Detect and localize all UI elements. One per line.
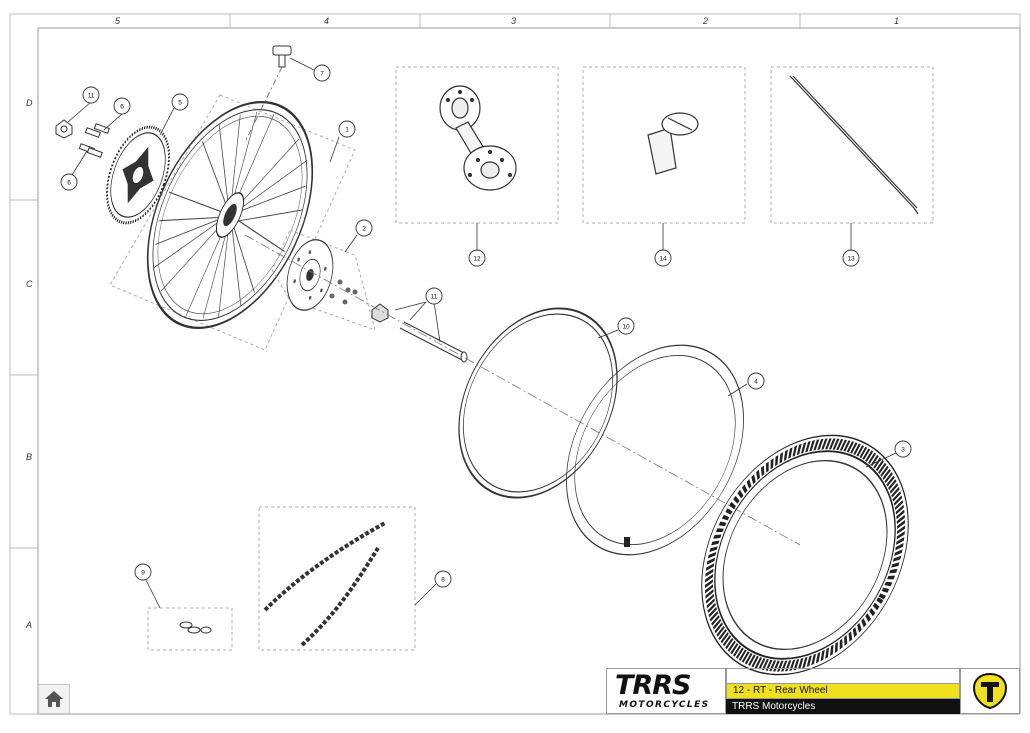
callout-4: 4 bbox=[754, 379, 758, 386]
callout-10: 10 bbox=[622, 324, 630, 331]
callout-bubble-8 bbox=[434, 570, 452, 588]
sprocket-bolts bbox=[55, 119, 110, 158]
wheel-group-box bbox=[109, 94, 356, 351]
grid-col-5: 5 bbox=[115, 16, 121, 26]
grid-col-1: 1 bbox=[894, 16, 900, 26]
callout-1: 1 bbox=[345, 127, 349, 134]
spoke-drawing bbox=[789, 75, 919, 215]
callout-bubble-13 bbox=[842, 249, 860, 267]
callout-2: 2 bbox=[362, 226, 366, 233]
axle-drawing bbox=[371, 303, 468, 363]
spoke-nipple-drawing bbox=[647, 112, 699, 175]
trrs-logo: TRRS MOTORCYCLES bbox=[606, 668, 726, 714]
callout-3: 3 bbox=[901, 447, 905, 454]
callout-5: 5 bbox=[178, 100, 182, 107]
logo-text: TRRS bbox=[615, 670, 691, 701]
chain-detail-box bbox=[258, 506, 416, 651]
valve-part bbox=[245, 45, 292, 141]
tyre-drawing bbox=[701, 434, 909, 676]
callout-9: 9 bbox=[141, 570, 145, 577]
brake-disc-drawing bbox=[286, 239, 334, 311]
disc-bolts bbox=[329, 279, 358, 305]
grid-row-C: C bbox=[26, 279, 33, 289]
tube-valve bbox=[624, 537, 630, 547]
trrs-emblem-icon bbox=[972, 672, 1008, 710]
brake-disc-group-box bbox=[271, 229, 376, 331]
callout-bubble-1 bbox=[338, 120, 356, 138]
callout-bubble-11a bbox=[82, 86, 100, 104]
callout-bubble-6a bbox=[113, 97, 131, 115]
callout-12: 12 bbox=[473, 256, 481, 263]
grid-col-2: 2 bbox=[703, 16, 709, 26]
drawing-title: 12 - RT - Rear Wheel bbox=[726, 683, 960, 699]
callout-bubble-5 bbox=[171, 93, 189, 111]
callout-8: 8 bbox=[441, 577, 445, 584]
callout-bubble-2 bbox=[355, 219, 373, 237]
callout-11a: 11 bbox=[88, 93, 95, 100]
hub-drawing bbox=[439, 85, 517, 191]
callout-bubble-7 bbox=[313, 64, 331, 82]
emblem-cell bbox=[960, 668, 1020, 714]
master-link-drawing bbox=[179, 621, 212, 634]
callout-6a: 6 bbox=[120, 104, 124, 111]
callout-bubble-14 bbox=[654, 249, 672, 267]
callout-bubble-10 bbox=[617, 317, 635, 335]
home-icon bbox=[45, 691, 63, 707]
logo-subtext: MOTORCYCLES bbox=[619, 700, 710, 710]
callout-bubble-6b bbox=[60, 173, 78, 191]
callout-bubble-9 bbox=[134, 563, 152, 581]
callout-bubble-3 bbox=[894, 440, 912, 458]
callout-11b: 11 bbox=[431, 294, 438, 301]
callout-bubble-11b bbox=[425, 287, 443, 305]
inner-tube-drawing bbox=[566, 344, 744, 556]
callout-6b: 6 bbox=[67, 180, 71, 187]
master-link-detail-box bbox=[147, 607, 233, 651]
grid-col-3: 3 bbox=[511, 16, 517, 26]
callout-bubble-12 bbox=[468, 249, 486, 267]
callout-bubble-4 bbox=[747, 372, 765, 390]
callout-13: 13 bbox=[847, 256, 855, 263]
rear-wheel-drawing bbox=[146, 100, 314, 330]
spoke-detail-box bbox=[770, 66, 934, 224]
title-block: TRRS MOTORCYCLES 12 - RT - Rear Wheel TR… bbox=[606, 668, 1020, 714]
title-block-blank-cell bbox=[726, 668, 960, 683]
nipple-detail-box bbox=[582, 66, 746, 224]
grid-row-B: B bbox=[26, 452, 33, 462]
grid-row-A: A bbox=[26, 620, 33, 630]
callout-14: 14 bbox=[659, 256, 667, 263]
assembly-axis bbox=[244, 234, 801, 546]
home-button[interactable] bbox=[38, 684, 70, 714]
chain-drawing bbox=[263, 521, 386, 647]
sprocket-drawing bbox=[106, 125, 170, 225]
grid-col-4: 4 bbox=[324, 16, 330, 26]
callout-7: 7 bbox=[320, 71, 324, 78]
rim-band-drawing bbox=[458, 307, 618, 499]
grid-row-D: D bbox=[26, 98, 33, 108]
company-name: TRRS Motorcycles bbox=[726, 699, 960, 714]
